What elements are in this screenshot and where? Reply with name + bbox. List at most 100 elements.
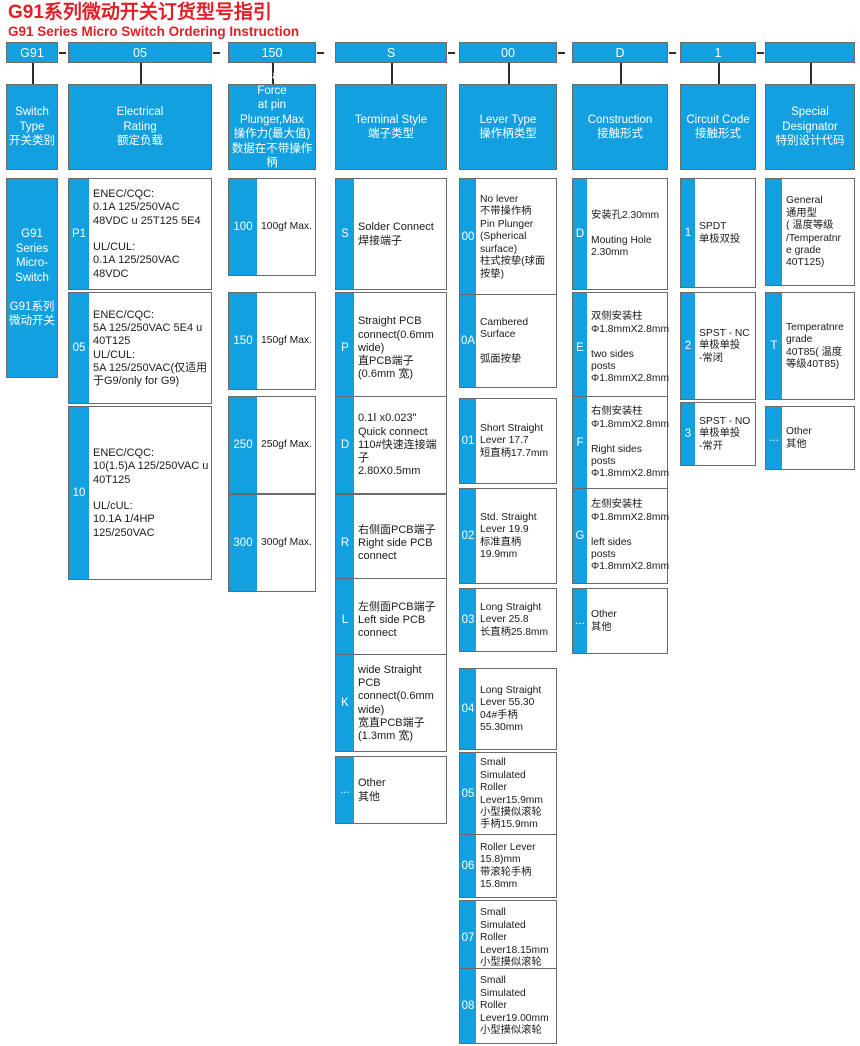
order-code-special-designator[interactable] bbox=[765, 42, 855, 63]
connector-stem bbox=[32, 63, 34, 84]
option-description: ENEC/CQC: 0.1A 125/250VAC 48VDC u 25T125… bbox=[93, 188, 201, 280]
code-separator-dash bbox=[558, 52, 565, 54]
option-description: Roller Lever 15.8)mm 带滚轮手柄 15.8mm bbox=[480, 841, 536, 890]
order-code-lever-type[interactable]: 00 bbox=[459, 42, 557, 63]
connector-stem bbox=[620, 63, 622, 84]
connector-stem bbox=[718, 63, 720, 84]
order-code-circuit-code[interactable]: 1 bbox=[680, 42, 756, 63]
option-description: 左侧安装柱 Φ1.8mmX2.8mm left sides posts Φ1.8… bbox=[591, 499, 670, 573]
column-header-label: Operating Force at pin Plunger,Max 操作力(最… bbox=[231, 70, 313, 184]
option-description: Other 其他 bbox=[358, 777, 386, 803]
option-code: 3 bbox=[681, 403, 695, 465]
option-code: 2 bbox=[681, 293, 695, 399]
option-description: No lever 不带操作柄 Pin Plunger (Spherical su… bbox=[480, 194, 546, 280]
option-code: 1 bbox=[681, 179, 695, 287]
option-cell-construction[interactable]: ...Other 其他 bbox=[572, 588, 668, 654]
option-description: Cambered Surface 弧面按挚 bbox=[480, 316, 529, 365]
order-code-construction[interactable]: D bbox=[572, 42, 668, 63]
option-code: D bbox=[336, 397, 354, 493]
page-title: G91系列微动开关订货型号指引 G91 Series Micro Switch … bbox=[8, 2, 299, 39]
option-code: G bbox=[573, 489, 587, 583]
column-header-electrical-rating: Electrical Rating 额定负载 bbox=[68, 84, 212, 170]
option-cell-special-designator[interactable]: General 通用型 ( 温度等级 /Temperatnr e grade 4… bbox=[765, 178, 855, 286]
option-code: D bbox=[573, 179, 587, 289]
option-description: 安装孔2.30mm Mouting Hole 2.30mm bbox=[591, 209, 660, 258]
option-code: T bbox=[766, 293, 782, 399]
column-header-special-designator: Special Designator 特别设计代码 bbox=[765, 84, 855, 170]
option-code: P1 bbox=[69, 179, 89, 289]
option-code: 03 bbox=[460, 589, 476, 651]
option-description: General 通用型 ( 温度等级 /Temperatnr e grade 4… bbox=[786, 195, 841, 269]
option-description: 150gf Max. bbox=[261, 335, 312, 347]
option-description: Other 其他 bbox=[591, 609, 617, 633]
option-code: E bbox=[573, 293, 587, 403]
option-code bbox=[766, 179, 782, 285]
option-description: Solder Connect 焊接端子 bbox=[358, 221, 434, 247]
option-code: 0A bbox=[460, 295, 476, 387]
order-code-terminal-style[interactable]: S bbox=[335, 42, 447, 63]
column-header-label: Special Designator 特别设计代码 bbox=[775, 106, 845, 148]
option-description: SPST - NC 单极单投 -常闭 bbox=[699, 327, 750, 364]
option-code: P bbox=[336, 293, 354, 403]
column-header-terminal-style: Terminal Style 端子类型 bbox=[335, 84, 447, 170]
option-description: 左侧面PCB端子 Left side PCB connect bbox=[358, 600, 436, 640]
option-description: 双侧安装柱 Φ1.8mmX2.8mm two sides posts Φ1.8m… bbox=[591, 311, 670, 385]
option-description: Small Simulated Roller Lever18.15mm 小型摸似… bbox=[480, 907, 549, 969]
option-description: Long Straight Lever 55.30 04#手柄 55.30mm bbox=[480, 684, 542, 733]
connector-stem bbox=[391, 63, 393, 84]
option-cell-switch-type[interactable]: G91 Series Micro- Switch G91系列 微动开关 bbox=[6, 178, 58, 378]
option-description: ENEC/CQC: 10(1.5)A 125/250VAC u 40T125 U… bbox=[93, 447, 209, 539]
option-code: 00 bbox=[460, 179, 476, 295]
order-code-switch-type[interactable]: G91 bbox=[6, 42, 58, 63]
option-label: G91 Series Micro- Switch G91系列 微动开关 bbox=[9, 228, 55, 328]
option-description: Short Straight Lever 17.7 短直柄17.7mm bbox=[480, 422, 549, 459]
order-code-operating-force[interactable]: 150 bbox=[228, 42, 316, 63]
option-description: Long Straight Lever 25.8 长直柄25.8mm bbox=[480, 601, 549, 638]
option-description: 右侧安装柱 Φ1.8mmX2.8mm Right sides posts Φ1.… bbox=[591, 406, 670, 480]
option-cell-terminal-style[interactable]: ...Other 其他 bbox=[335, 756, 447, 824]
code-separator-dash bbox=[59, 52, 66, 54]
option-code: 300 bbox=[229, 495, 257, 591]
option-code: ... bbox=[766, 407, 782, 469]
option-description: Straight PCB connect(0.6mm wide) 直PCB端子 … bbox=[358, 315, 434, 381]
connector-stem bbox=[272, 63, 274, 84]
connector-stem bbox=[508, 63, 510, 84]
order-code-electrical-rating[interactable]: 05 bbox=[68, 42, 212, 63]
column-header-switch-type: Switch Type 开关类别 bbox=[6, 84, 58, 170]
option-description: wide Straight PCB connect(0.6mm wide) 宽直… bbox=[358, 663, 434, 742]
option-code: R bbox=[336, 495, 354, 591]
option-cell-terminal-style[interactable]: R 右侧面PCB端子 Right side PCB connect bbox=[335, 494, 447, 592]
option-code: 100 bbox=[229, 179, 257, 275]
option-cell-special-designator[interactable]: ...Other 其他 bbox=[765, 406, 855, 470]
